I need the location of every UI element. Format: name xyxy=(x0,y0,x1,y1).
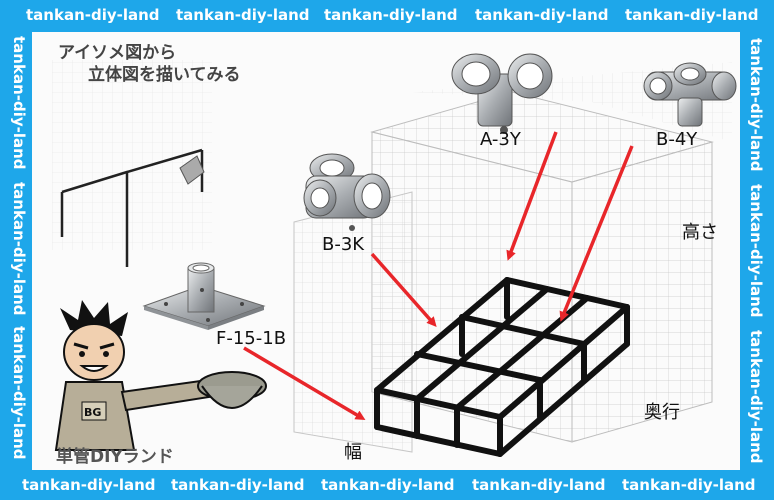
label-width: 幅 xyxy=(344,442,362,463)
frame-diagram: BG xyxy=(52,53,737,457)
brand-logo-text: 単管DIYランド xyxy=(56,447,174,467)
label-a3y: A-3Y xyxy=(480,129,521,150)
mascot-badge: BG xyxy=(84,406,101,419)
arrow-a3y xyxy=(506,131,558,261)
pipe-joint-b3k-icon xyxy=(303,153,391,231)
label-depth: 奥行 xyxy=(644,402,680,423)
sketch-grid xyxy=(52,60,212,267)
label-b4y: B-4Y xyxy=(656,129,698,150)
watermark-bottom-1: tankan-diy-land xyxy=(22,476,156,494)
label-b3k: B-3K xyxy=(322,234,365,255)
watermark-right-3: tankan-diy-land xyxy=(747,330,765,464)
watermark-bottom-5: tankan-diy-land xyxy=(622,476,756,494)
watermark-bottom-4: tankan-diy-land xyxy=(472,476,606,494)
label-height: 高さ xyxy=(682,222,718,243)
label-f151b: F-15-1B xyxy=(216,328,287,349)
diagram-panel: BG アイソメ図から 立体図を描いてみる A-3Y B-4Y B-3K F-15… xyxy=(32,32,740,470)
watermark-top-2: tankan-diy-land xyxy=(176,6,310,24)
isometric-grid-box xyxy=(293,62,732,453)
watermark-top-1: tankan-diy-land xyxy=(26,6,160,24)
watermark-top-4: tankan-diy-land xyxy=(475,6,609,24)
watermark-bottom-3: tankan-diy-land xyxy=(321,476,455,494)
watermark-right-1: tankan-diy-land xyxy=(747,38,765,172)
arrow-b4y xyxy=(559,145,634,322)
pipe-frame xyxy=(374,277,630,457)
watermark-left-1: tankan-diy-land xyxy=(10,36,28,170)
pipe-joint-a3y-icon xyxy=(451,53,553,134)
watermark-top-5: tankan-diy-land xyxy=(625,6,759,24)
watermark-left-3: tankan-diy-land xyxy=(10,326,28,460)
title-line-2: 立体図を描いてみる xyxy=(88,65,241,85)
watermark-top-3: tankan-diy-land xyxy=(324,6,458,24)
mascot-icon: BG xyxy=(54,300,267,451)
watermark-right-2: tankan-diy-land xyxy=(747,184,765,318)
watermark-left-2: tankan-diy-land xyxy=(10,182,28,316)
arrow-b3k xyxy=(370,252,437,327)
arrows xyxy=(243,131,634,421)
base-plate-icon xyxy=(142,262,266,330)
pipe-joint-b4y-icon xyxy=(643,62,737,127)
title-line-1: アイソメ図から xyxy=(58,43,177,63)
arrow-f151b xyxy=(243,346,366,421)
watermark-bottom-2: tankan-diy-land xyxy=(171,476,305,494)
